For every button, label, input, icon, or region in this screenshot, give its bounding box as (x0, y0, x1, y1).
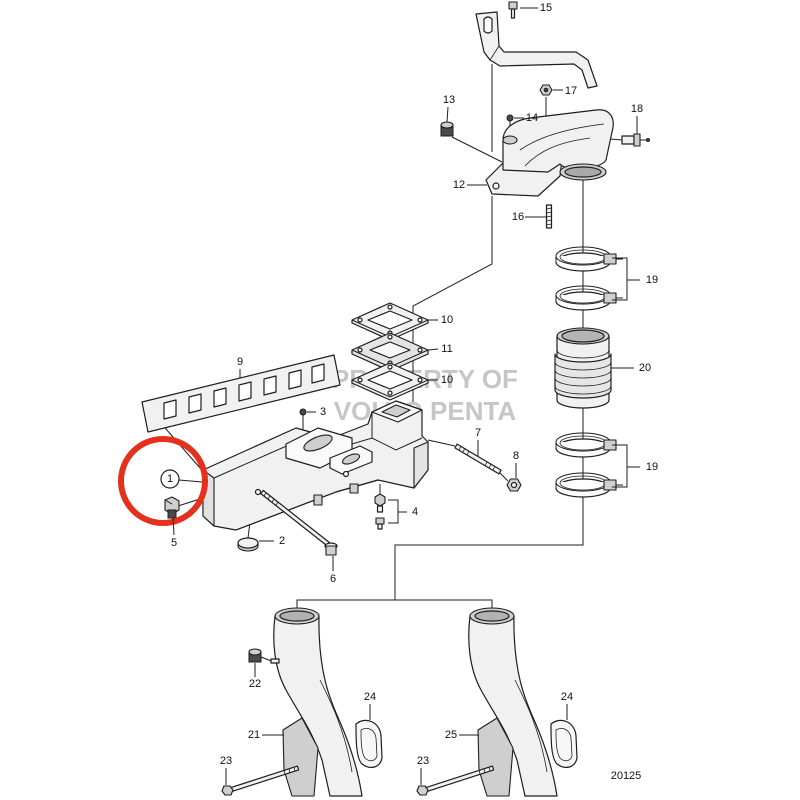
part-6-bolt (260, 489, 338, 556)
part-20-hose (554, 327, 612, 409)
part-21-exhaust-pipe (270, 607, 363, 797)
part-3-plug (299, 408, 307, 416)
part-23-bolt (221, 765, 300, 796)
callout-label-8: 8 (513, 450, 519, 462)
callout-label-17: 17 (565, 85, 577, 97)
callout-labels: 15 17 13 14 18 12 16 19 10 11 10 20 9 3 … (167, 2, 658, 782)
part-19-hose-clamp (555, 472, 623, 498)
part-16-stud (545, 204, 553, 229)
leader-line-13 (446, 106, 449, 123)
callout-label-25: 25 (445, 729, 457, 741)
highlight-circle (118, 436, 208, 526)
callout-label-2: 2 (279, 535, 285, 547)
part-7-stud (454, 443, 502, 475)
part-22-nut (248, 648, 262, 663)
leader-bracket-19 (612, 257, 640, 301)
callout-label-11: 11 (441, 343, 452, 355)
assembly-line (609, 138, 623, 141)
leader-line-11 (427, 348, 439, 351)
leader-bracket-19 (612, 444, 640, 488)
part-19-hose-clamp (555, 432, 623, 458)
callout-label-4: 4 (412, 506, 418, 518)
callout-label-22: 22 (249, 678, 261, 690)
part-5-fitting (164, 496, 180, 519)
assembly-line (499, 472, 509, 482)
leader-line-5 (172, 517, 175, 536)
exhaust-manifold (202, 400, 429, 531)
leader-lines (172, 7, 640, 785)
part-19-hose-clamp (555, 246, 623, 272)
mounting-bracket (475, 11, 598, 89)
callout-label-20: 20 (639, 362, 651, 374)
part-9-manifold-gasket (141, 354, 341, 433)
part-14-plug (506, 114, 514, 122)
part-2-plug (237, 537, 259, 552)
part-24-clip (550, 719, 578, 768)
callout-label-5: 5 (171, 537, 177, 549)
watermark-line-2: VOLVO PENTA (334, 396, 517, 426)
part-25-exhaust-pipe (468, 607, 558, 797)
assembly-line (451, 136, 503, 163)
part-17-nut (539, 84, 553, 96)
callout-label-23: 23 (220, 755, 232, 767)
callout-label-14: 14 (526, 112, 538, 124)
callout-label-12: 12 (453, 179, 465, 191)
callout-label-10: 10 (441, 374, 453, 386)
watermark: PROPERTY OF VOLVO PENTA (332, 364, 518, 426)
callout-label-13: 13 (443, 94, 455, 106)
callout-label-6: 6 (330, 573, 336, 585)
callout-label-24: 24 (561, 691, 573, 703)
part-23-bolt (416, 765, 495, 796)
callout-label-18: 18 (631, 103, 643, 115)
part-13-cap (440, 121, 454, 137)
part-19-hose-clamp (555, 285, 623, 311)
part-10-gasket (351, 362, 429, 401)
callout-label-19: 19 (646, 274, 658, 286)
callout-label-3: 3 (320, 406, 326, 418)
part-18-sensor (621, 133, 650, 147)
callout-label-21: 21 (248, 729, 260, 741)
assembly-line (178, 479, 203, 483)
leader-bracket-4 (388, 499, 407, 524)
callout-label-7: 7 (475, 427, 481, 439)
part-4-fittings (374, 493, 386, 530)
part-24-clip (355, 719, 383, 768)
callout-label-1: 1 (167, 473, 173, 485)
assembly-line (427, 439, 456, 447)
callout-label-19: 19 (646, 461, 658, 473)
part-1-callout-circle (160, 469, 180, 489)
part-11-plate (351, 332, 429, 372)
callout-label-16: 16 (512, 211, 524, 223)
part-15-bolt (508, 1, 518, 19)
part-8-nut (506, 478, 522, 492)
callout-label-10: 10 (441, 314, 453, 326)
callout-label-15: 15 (540, 2, 552, 14)
part-12-exhaust-elbow (485, 109, 614, 197)
callout-label-24: 24 (364, 691, 376, 703)
callout-label-9: 9 (237, 356, 243, 368)
figure-number: 20125 (611, 770, 642, 782)
callout-label-23: 23 (417, 755, 429, 767)
assembly-line (296, 599, 493, 609)
